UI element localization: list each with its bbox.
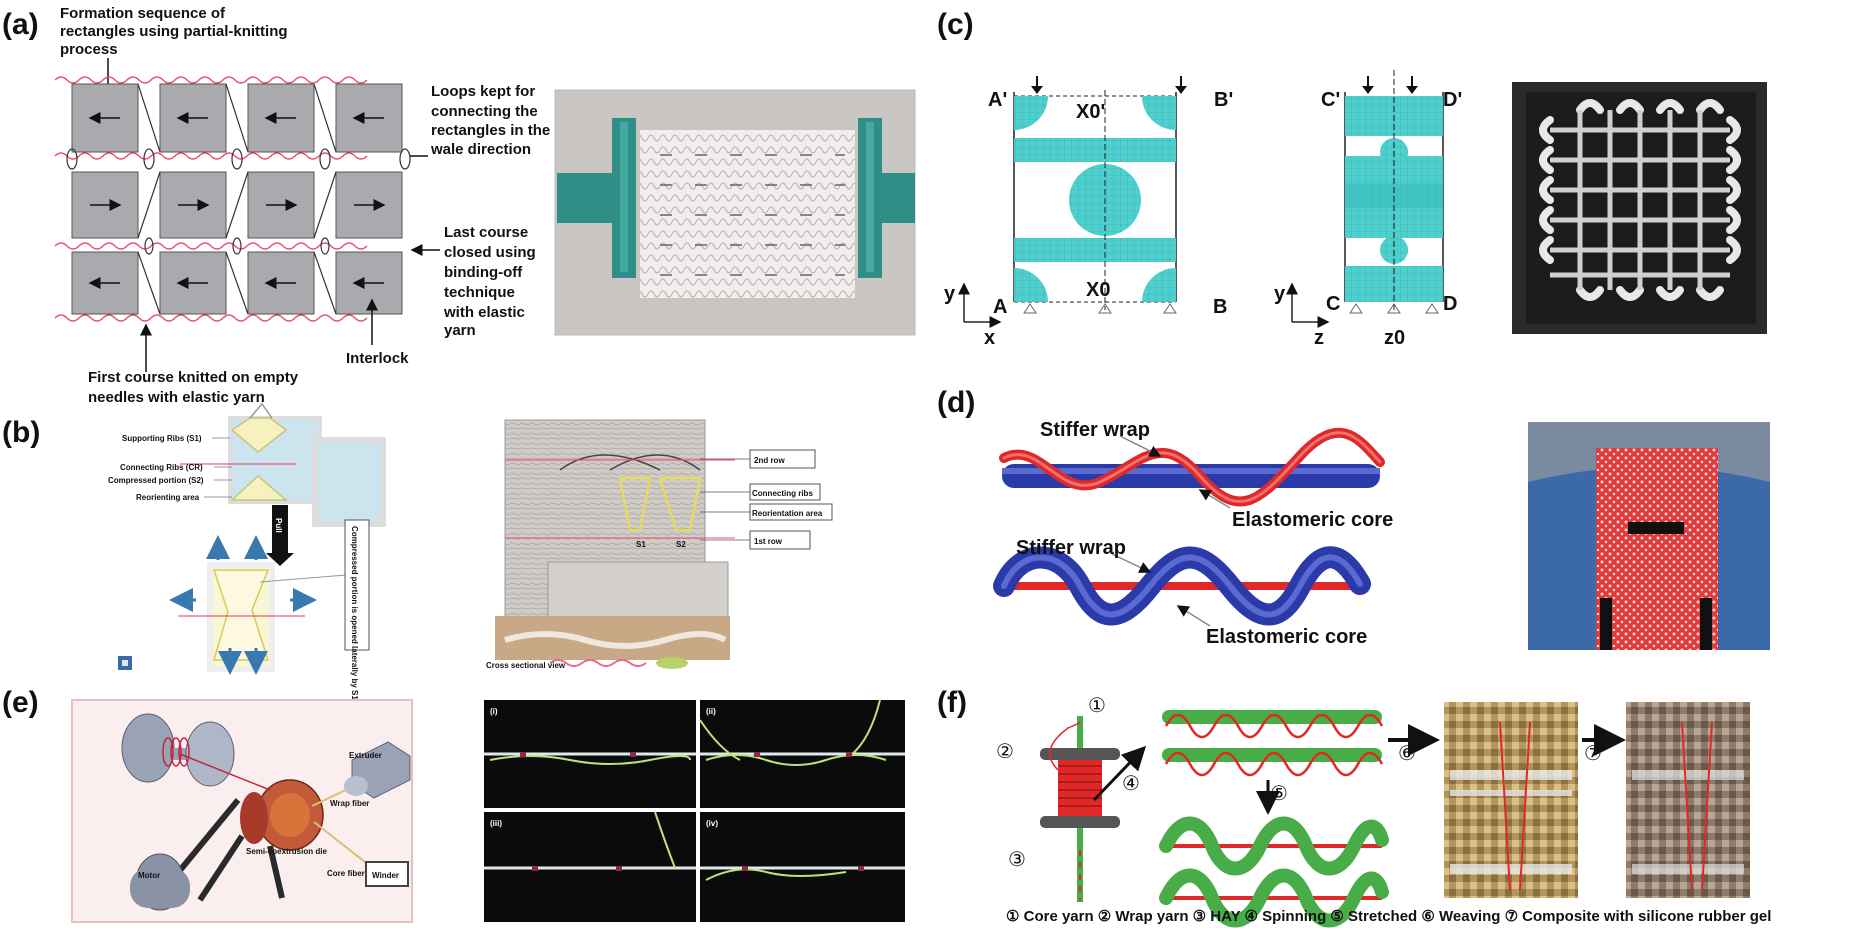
d-core1: Elastomeric core [1232,509,1393,531]
a-knit-grid [54,76,440,372]
a-sample-photo [554,89,916,336]
b-compressed-note: Compressed portion is opened laterally b… [350,526,359,737]
a-interlock-label: Interlock [346,350,409,367]
c-fe-model-zy [1286,70,1444,328]
f-step7: ⑦ [1584,741,1602,765]
e-core-fiber-label: Core fiber [327,869,365,878]
c-a: A [993,296,1007,318]
b-s2-photo: S2 [676,540,686,549]
b-right-photo [495,419,833,669]
c-a-prime: A' [988,89,1007,111]
c-woven-photo [1512,82,1767,334]
e-sub-ii: (ii) [706,707,716,716]
e-sub-iv: (iv) [706,819,718,828]
b-cr-label: Connecting Ribs (CR) [120,463,203,472]
c-y-axis: y [944,283,956,305]
b-left-schematic: Pull Compressed portion is opened latera… [118,402,386,737]
a-formation-line2: rectangles using partial-knitting [60,23,288,40]
d-wrap2: Stiffer wrap [1016,537,1126,559]
c-z-axis: z [1314,327,1324,349]
f-yarns [1159,710,1626,928]
f-caption: ① Core yarn ② Wrap yarn ③ HAY ④ Spinning… [1006,908,1771,925]
f-step1: ① [1088,693,1106,717]
d-core2: Elastomeric core [1206,626,1367,648]
c-x0: X0 [1086,279,1110,301]
c-x0-prime: X0' [1076,101,1105,123]
panel-c: (c) A' B' X0' A B [937,8,1767,349]
c-d-prime: D' [1443,89,1462,111]
c-x-axis: x [984,327,995,349]
d-fabric-photo [1528,422,1770,650]
b-s1-photo: S1 [636,540,646,549]
panel-b: (b) Pull Compressed por [2,402,833,737]
a-loops-line3: rectangles in the [431,122,550,139]
panel-d: (d) Stiffer wrap Elastomeric core Stiffe… [937,386,1770,650]
c-c-prime: C' [1321,89,1340,111]
f-step4: ④ [1122,771,1140,795]
panel-b-label: (b) [2,416,40,449]
d-wrap1: Stiffer wrap [1040,419,1150,441]
c-b: B [1213,296,1227,318]
f-step2: ② [996,739,1014,763]
f-spool [1040,716,1147,902]
d-helix-top [999,427,1385,509]
a-formation-line1: Formation sequence of [60,5,226,22]
a-last-line1: Last course [444,224,528,241]
c-c: C [1326,293,1340,315]
panel-a-label: (a) [2,8,39,41]
panel-f: (f) ① ② ③ ④ [937,686,1771,928]
c-fe-model-xy [958,76,1187,328]
a-formation-line3: process [60,41,118,58]
a-last-line5: with elastic [443,304,525,321]
b-cross-label: Cross sectional view [486,661,566,670]
b-s2-label: Compressed portion (S2) [108,476,204,485]
e-sub-iii: (iii) [490,819,502,828]
a-loops-line2: connecting the [431,103,538,120]
c-y2-axis: y [1274,283,1286,305]
panel-e: (e) Extruder Wrap fiber Semi-coextrusion… [2,686,905,923]
c-d: D [1443,293,1457,315]
a-last-line6: yarn [444,322,476,339]
a-first-line1: First course knitted on empty [88,369,299,386]
b-connecting-label: Connecting ribs [752,489,813,498]
f-step3: ③ [1008,847,1026,871]
a-loops-line1: Loops kept for [431,83,535,100]
panel-c-label: (c) [937,8,974,41]
a-last-line2: closed using [444,244,536,261]
e-winder-label: Winder [372,871,399,880]
f-step6: ⑥ [1398,741,1416,765]
b-pull-label: Pull [274,518,283,533]
f-composite-photo [1626,702,1750,898]
panel-e-label: (e) [2,686,39,719]
e-motor-label: Motor [138,871,160,880]
a-first-line2: needles with elastic yarn [88,389,265,406]
e-extruder-label: Extruder [349,751,382,760]
c-z0: z0 [1384,327,1405,349]
e-die-label: Semi-coextrusion die [246,847,327,856]
b-reorient-label: Reorienting area [136,493,200,502]
f-step5: ⑤ [1270,781,1288,805]
e-micrographs [484,699,905,922]
panel-a: (a) Formation sequence of rectangles usi… [2,5,916,406]
panel-f-label: (f) [937,686,967,719]
d-helix-bottom [993,546,1371,627]
c-b-prime: B' [1214,89,1233,111]
a-last-line4: technique [444,284,515,301]
e-sub-i: (i) [490,707,498,716]
b-row2-label: 2nd row [754,456,785,465]
panel-d-label: (d) [937,386,975,419]
b-row1-label: 1st row [754,537,783,546]
a-loops-line4: wale direction [430,141,531,158]
e-wrap-fiber-label: Wrap fiber [330,799,369,808]
b-s1-label: Supporting Ribs (S1) [122,434,202,443]
e-machine-schematic [71,699,413,923]
a-last-line3: binding-off [444,264,523,281]
b-reorientation-label: Reorientation area [752,509,823,518]
f-woven-photo [1444,702,1578,898]
